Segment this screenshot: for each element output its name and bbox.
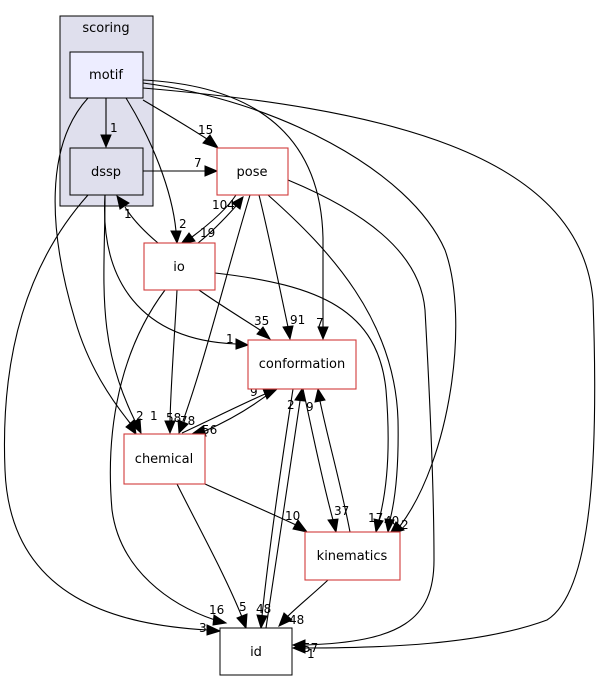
edge-label-pose-kinematics: 40: [384, 514, 399, 528]
node-kinematics[interactable]: kinematics: [304, 531, 401, 581]
edge-label-motif-io: 2: [179, 217, 187, 231]
edge-chemical-id[interactable]: 5: [176, 483, 248, 630]
edge-io-chemical[interactable]: 58: [164, 289, 181, 435]
edge-label-io-conformation: 35: [254, 314, 269, 328]
edge-label-chemical-kinematics: 10: [285, 509, 300, 523]
edge-label-pose-chemical: 78: [180, 414, 195, 428]
node-motif[interactable]: motif: [69, 51, 144, 99]
node-io-label: io: [173, 260, 185, 275]
edge-label-kinematics-id: 48: [289, 613, 304, 627]
edge-label-motif-pose: 15: [198, 123, 213, 137]
edge-conformation-kinematics[interactable]: 37: [302, 388, 349, 534]
edge-label-motif-conformation: 7: [316, 316, 324, 330]
edge-label-io-dssp: 1: [124, 207, 132, 221]
edge-kinematics-id[interactable]: 48: [278, 579, 329, 627]
edge-io-dssp[interactable]: 1: [116, 194, 159, 244]
edge-label-pose-conformation: 91: [290, 313, 305, 327]
edge-label-pose-io: 19: [200, 226, 215, 240]
edge-label-kinematics-conformation: 9: [306, 400, 314, 414]
node-pose[interactable]: pose: [216, 147, 289, 196]
node-kinematics-label: kinematics: [317, 549, 388, 564]
edge-label-motif-kinematics: 2: [401, 518, 409, 532]
cluster-scoring-label: scoring: [82, 21, 129, 36]
edge-pose-id[interactable]: 57: [287, 179, 435, 655]
edge-io-id[interactable]: 16: [109, 289, 228, 626]
edge-io-kinematics[interactable]: 17: [214, 272, 389, 534]
edge-dssp-conformation[interactable]: 1: [104, 194, 250, 350]
edge-motif-conformation[interactable]: 7: [142, 79, 329, 341]
edge-io-pose[interactable]: 104: [197, 196, 244, 244]
edge-dssp-chemical[interactable]: 1: [103, 194, 158, 435]
node-chemical-label: chemical: [135, 452, 193, 467]
edge-motif-dssp[interactable]: 1: [100, 98, 118, 149]
edge-label-dssp-chemical: 1: [150, 409, 158, 423]
node-conformation-label: conformation: [259, 357, 346, 372]
edge-dssp-id[interactable]: 3: [3, 194, 222, 636]
edge-chemical-conformation[interactable]: 9: [181, 385, 279, 434]
edge-label-dssp-pose: 7: [194, 156, 202, 170]
edge-io-conformation[interactable]: 35: [198, 289, 272, 340]
edge-label-dssp-conformation: 1: [226, 332, 234, 346]
edge-label-chemical-id: 5: [239, 600, 247, 614]
edge-conformation-chemical[interactable]: 56: [190, 388, 276, 437]
edge-label-io-kinematics: 17: [368, 511, 383, 525]
edge-label-conformation-id: 48: [256, 602, 271, 616]
node-dssp[interactable]: dssp: [69, 147, 144, 196]
node-id[interactable]: id: [219, 627, 293, 676]
node-io[interactable]: io: [143, 242, 216, 291]
edge-label-motif-id: 1: [307, 647, 315, 661]
edge-label-io-pose: 104: [212, 198, 235, 212]
edge-label-dssp-id: 3: [199, 621, 207, 635]
edge-chemical-kinematics[interactable]: 10: [204, 483, 309, 533]
node-chemical[interactable]: chemical: [123, 433, 206, 485]
edge-label-conformation-chemical: 56: [202, 423, 217, 437]
edge-label-io-chemical: 58: [166, 411, 181, 425]
edge-conformation-id[interactable]: 48: [256, 388, 294, 630]
edge-dssp-pose[interactable]: 7: [143, 156, 219, 177]
edge-pose-kinematics[interactable]: 40: [267, 194, 399, 534]
node-conformation[interactable]: conformation: [247, 339, 357, 390]
node-id-label: id: [250, 645, 262, 660]
edge-motif-pose[interactable]: 15: [142, 99, 220, 149]
edge-label-chemical-conformation: 9: [250, 385, 258, 399]
node-motif-label: motif: [89, 68, 123, 83]
edge-motif-io[interactable]: 2: [125, 97, 187, 245]
edge-kinematics-conformation[interactable]: 9: [306, 387, 351, 533]
edge-label-motif-dssp: 1: [110, 121, 118, 135]
edge-label-io-id: 16: [209, 603, 224, 617]
edge-pose-conformation[interactable]: 91: [258, 194, 305, 341]
node-pose-label: pose: [237, 165, 268, 180]
edge-pose-chemical[interactable]: 78: [177, 194, 251, 435]
edge-id-conformation[interactable]: 2: [265, 387, 306, 629]
edge-pose-io[interactable]: 19: [179, 194, 237, 245]
edge-motif-kinematics[interactable]: 2: [142, 82, 457, 535]
edge-label-id-conformation: 2: [287, 398, 295, 412]
edge-label-motif-chemical: 2: [136, 409, 144, 423]
edge-label-pose-id: 57: [303, 641, 318, 655]
node-dssp-label: dssp: [91, 165, 121, 180]
